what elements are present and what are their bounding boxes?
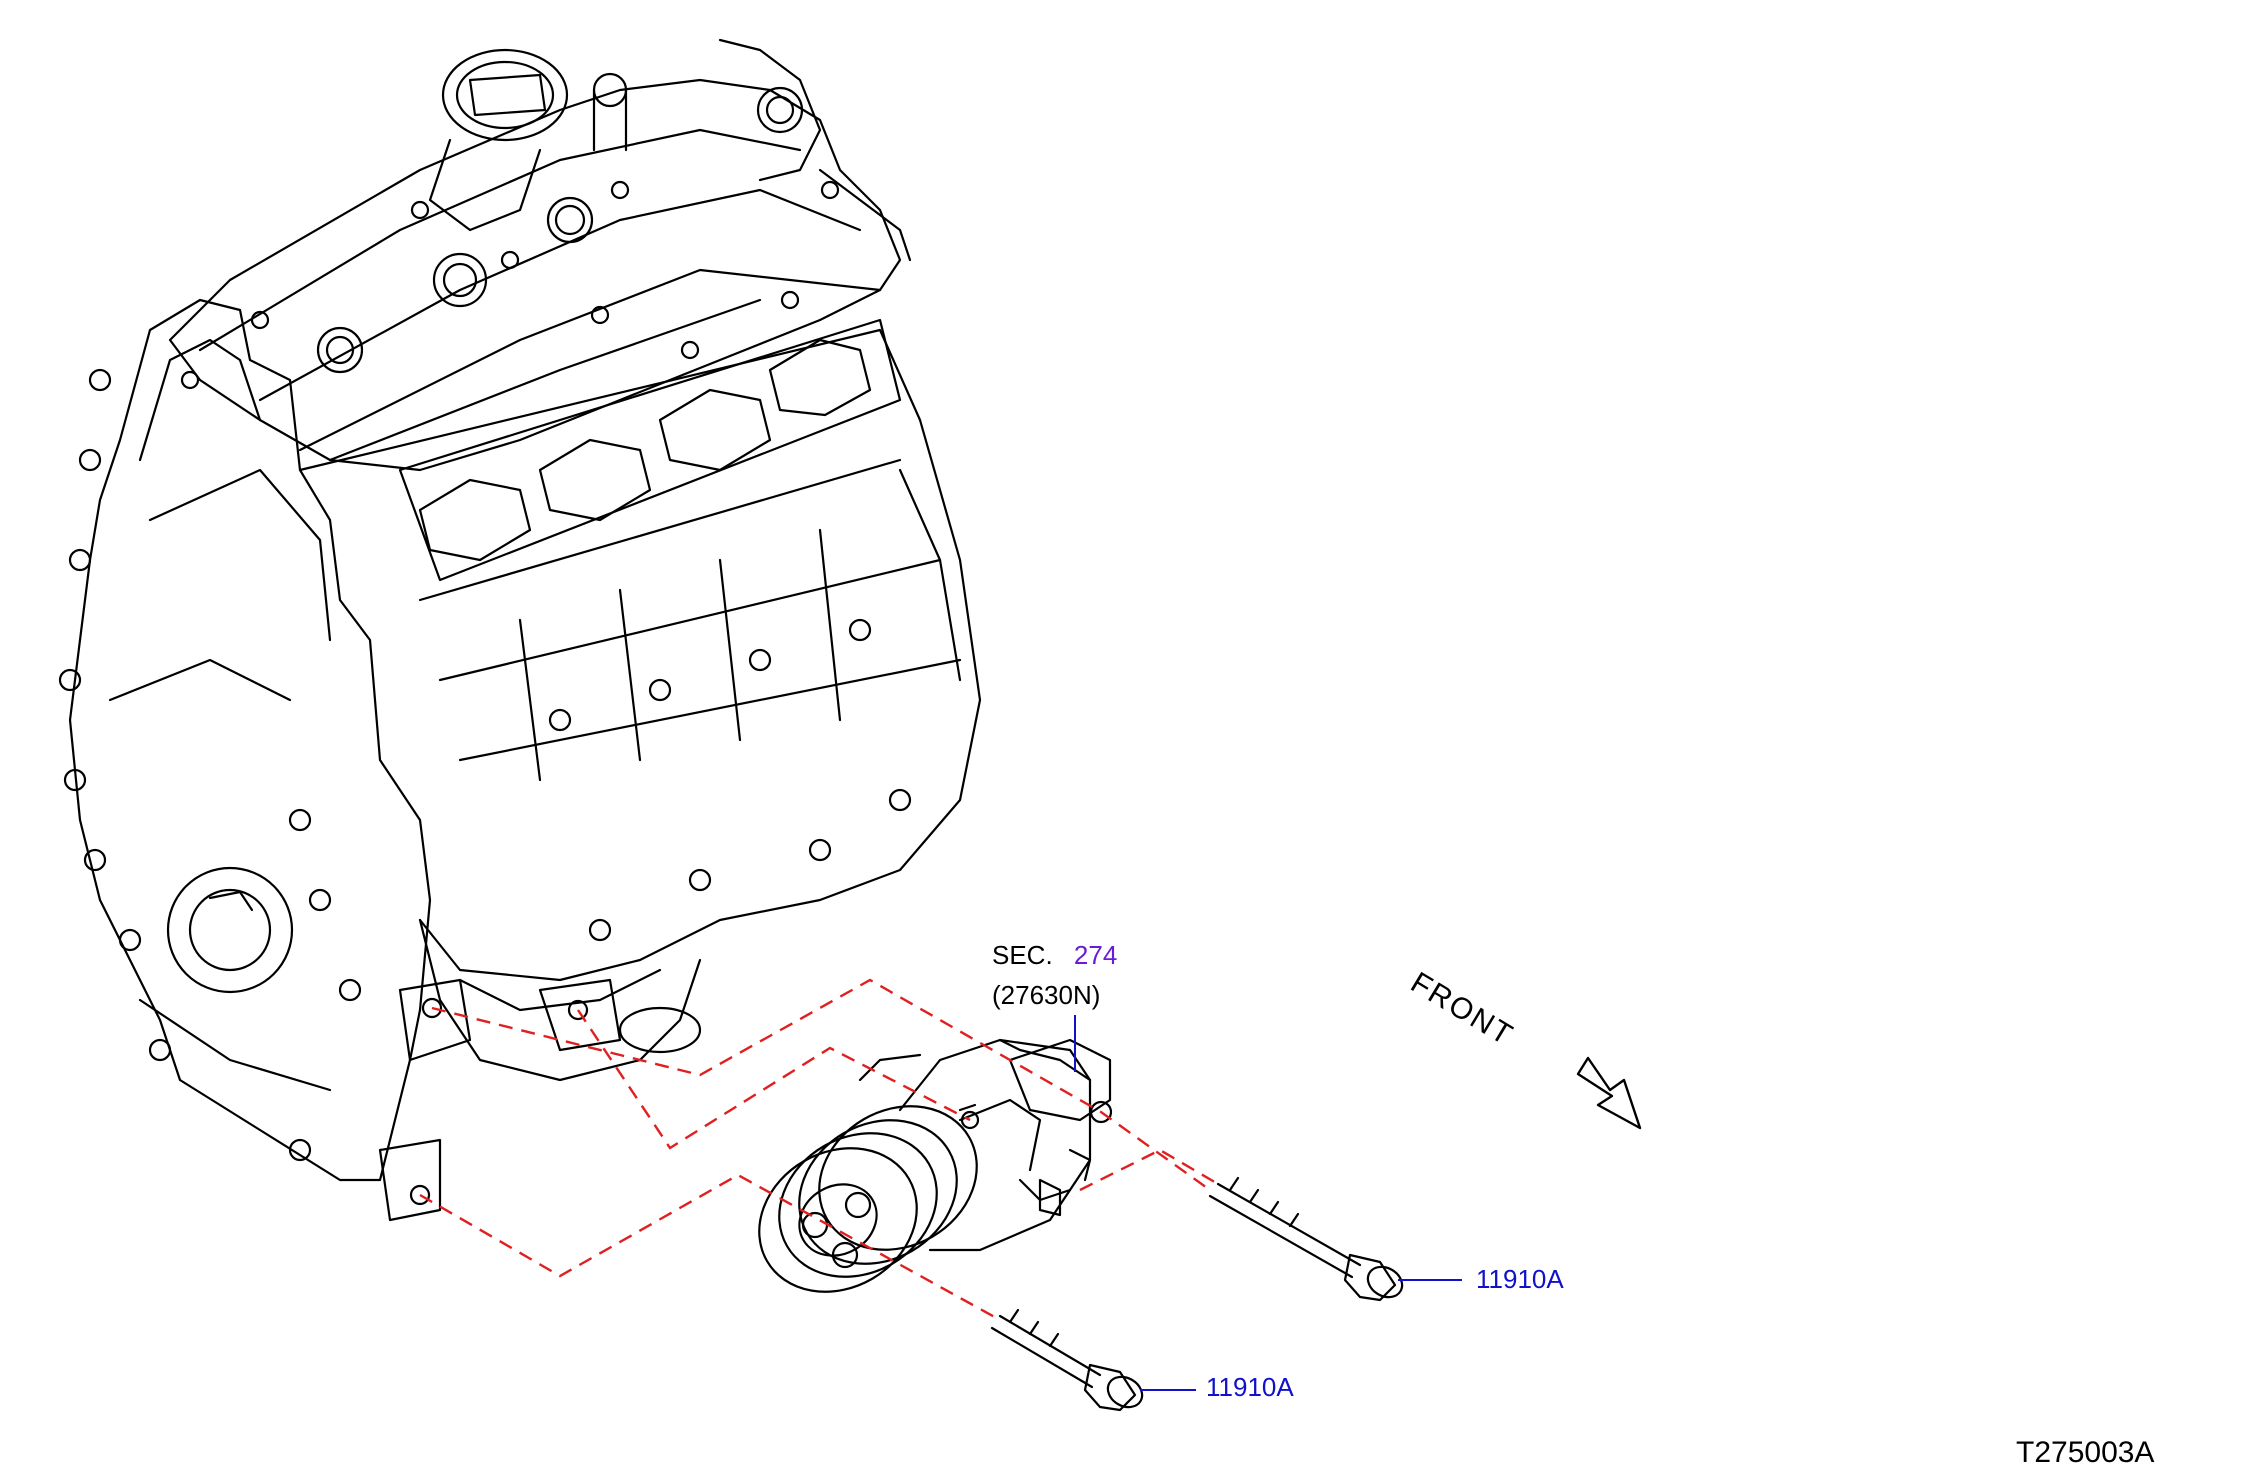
section-number-link[interactable]: 274 (1073, 940, 1118, 970)
section-prefix: SEC. (992, 940, 1053, 970)
head-bolts (180, 180, 840, 390)
cover-bolts (58, 368, 362, 1162)
callout-upper-bolt[interactable]: 11910A (1476, 1264, 1564, 1294)
bolt-lower (990, 1308, 1144, 1412)
block-bolts (548, 618, 912, 942)
section-part-number: (27630N) (992, 980, 1101, 1010)
bolt-upper (1208, 1176, 1404, 1302)
callout-leaders (1074, 1015, 1462, 1391)
oil-filler-cap (428, 48, 569, 232)
section-label: SEC. 274 (992, 940, 1117, 970)
ac-compressor (758, 1038, 1113, 1293)
callout-lower-bolt[interactable]: 11910A (1206, 1372, 1294, 1402)
front-arrow-icon (1576, 1056, 1642, 1130)
engine-block (58, 38, 982, 1222)
diagram-reference-code: T275003A (2016, 1436, 2155, 1469)
mounting-holes-block (409, 997, 589, 1206)
manifold-ports (398, 318, 902, 582)
assembly-guides (419, 978, 1219, 1322)
